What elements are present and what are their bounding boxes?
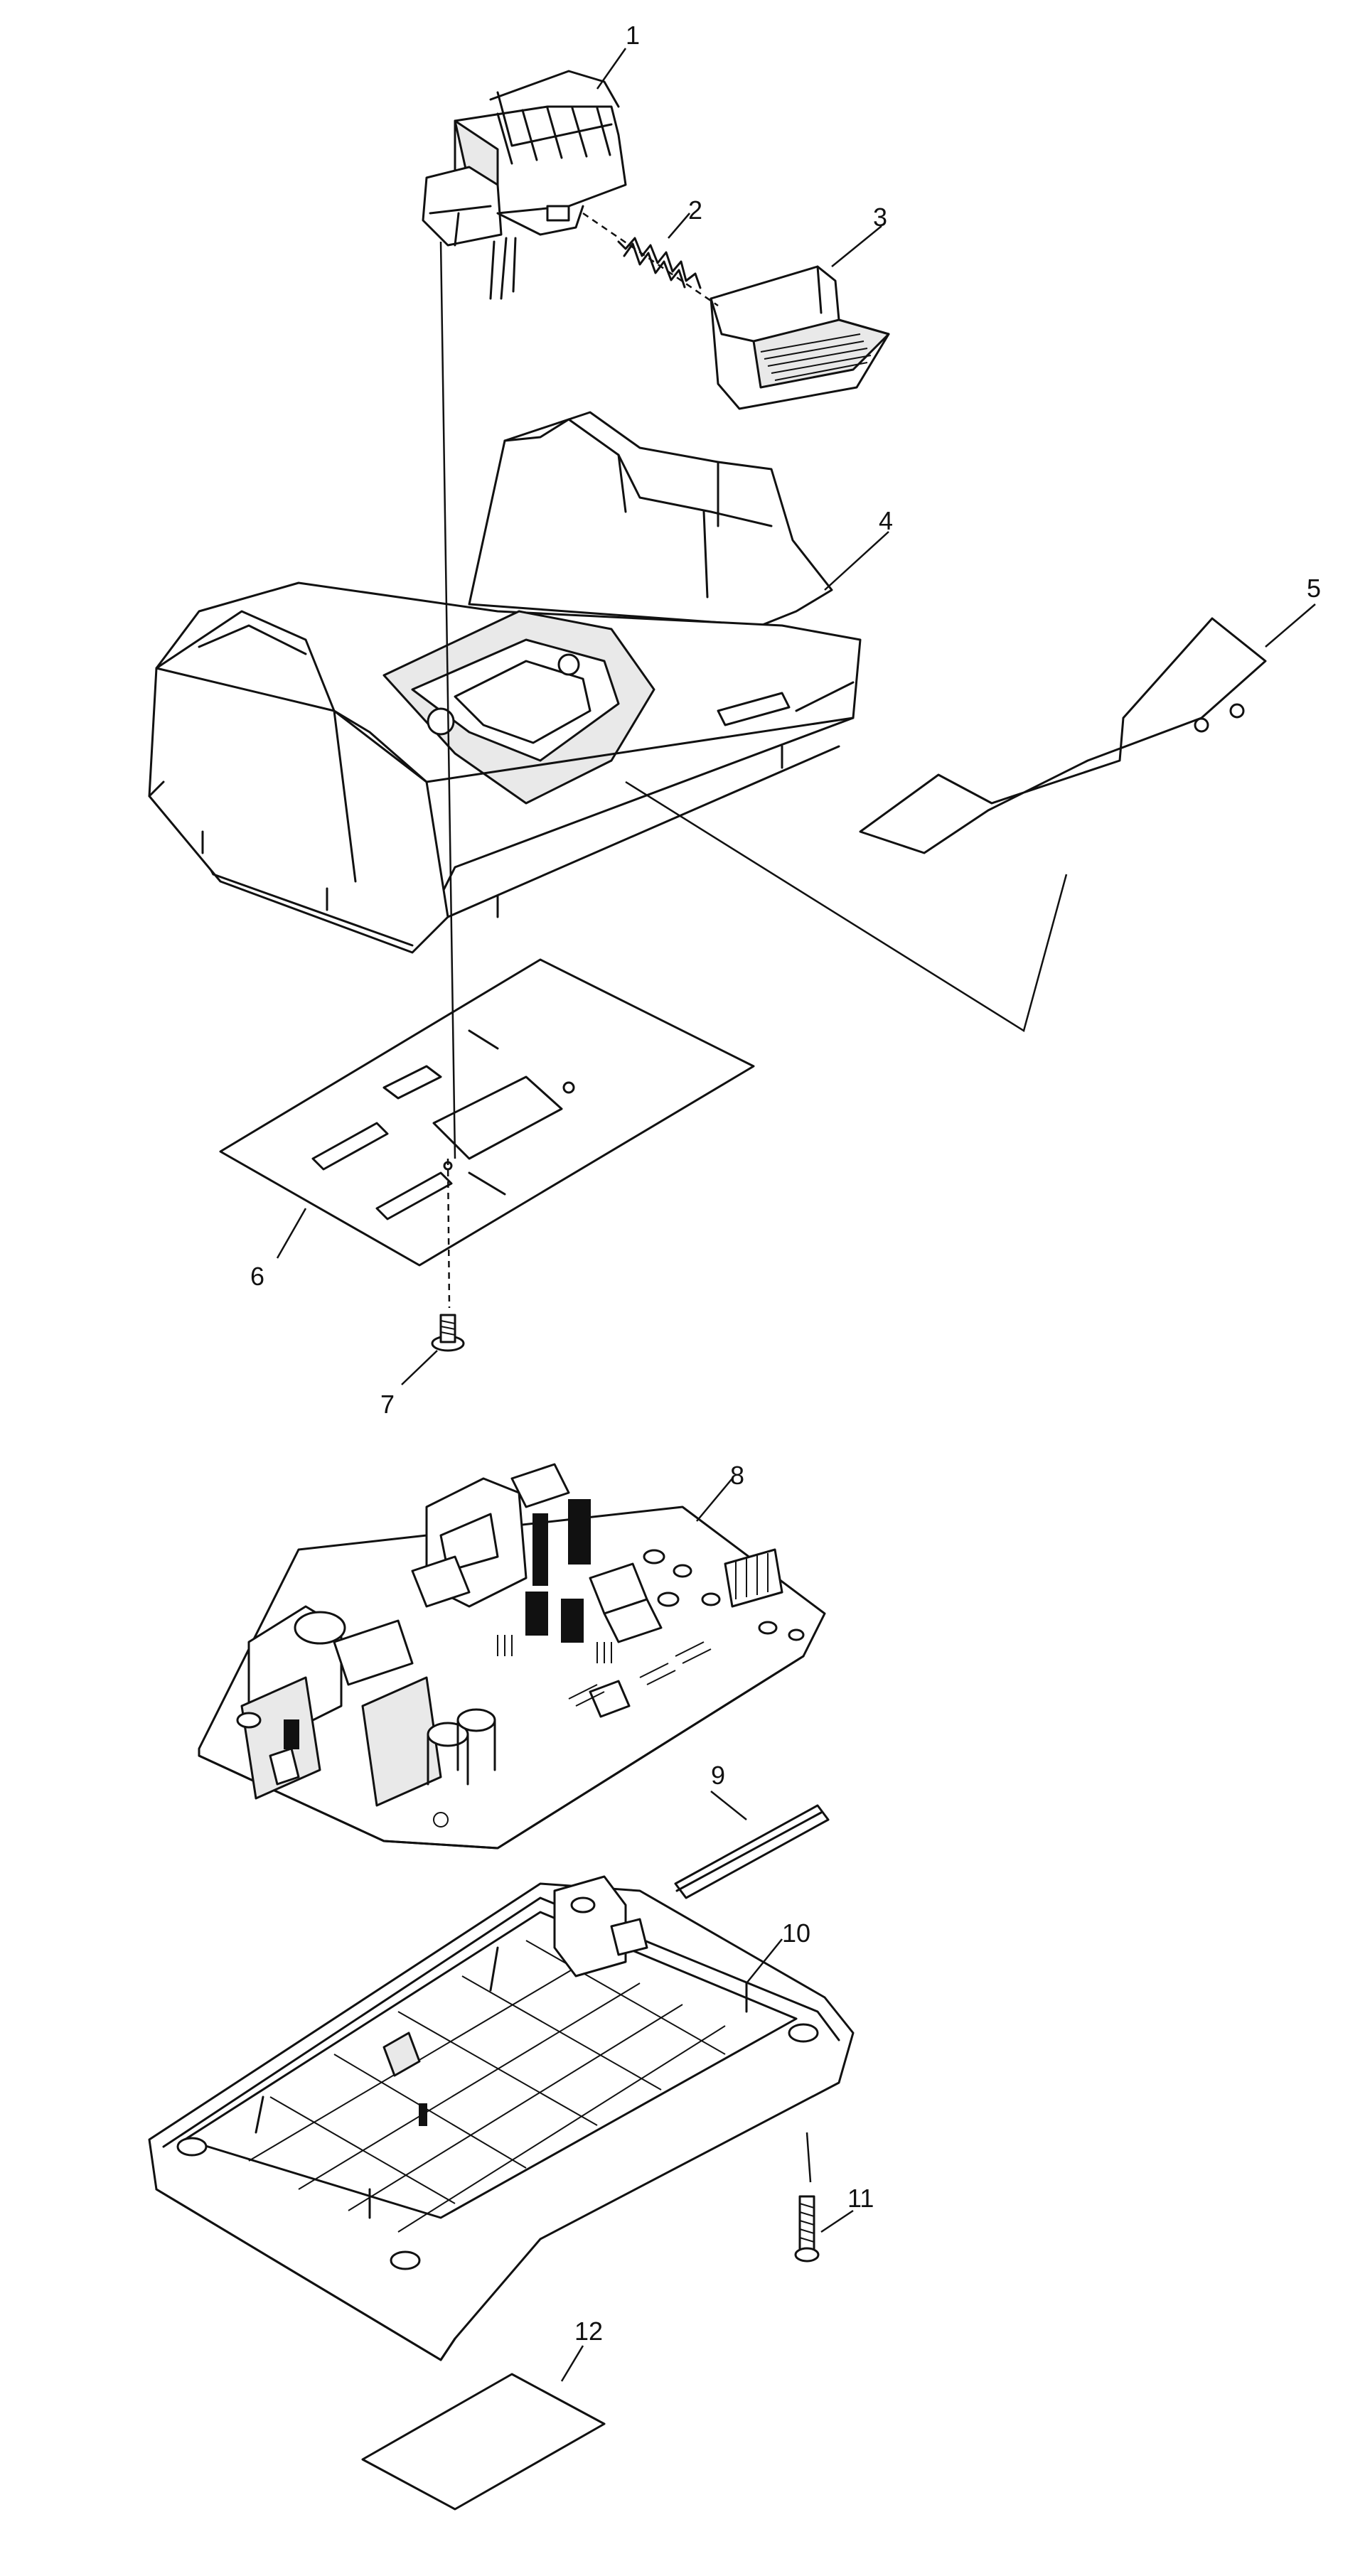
part-7-screw bbox=[431, 1314, 465, 1352]
part-12-label bbox=[361, 2373, 606, 2511]
callout-10: 10 bbox=[782, 1918, 810, 1948]
part-3-latch bbox=[710, 265, 890, 410]
callout-2: 2 bbox=[688, 195, 702, 225]
callout-9: 9 bbox=[711, 1761, 725, 1790]
part-1-contact-block bbox=[422, 70, 627, 300]
callout-6: 6 bbox=[250, 1262, 264, 1291]
callout-11: 11 bbox=[847, 2184, 874, 2213]
part-6-insulation-sheet bbox=[219, 958, 755, 1267]
callout-labels: 1 2 3 4 5 6 7 8 9 10 11 12 bbox=[250, 21, 1321, 2346]
callout-12: 12 bbox=[574, 2317, 603, 2346]
callout-1: 1 bbox=[626, 21, 640, 50]
callout-5: 5 bbox=[1307, 574, 1321, 603]
part-9-light-pipe bbox=[674, 1791, 830, 1899]
leader-5-bracket bbox=[625, 780, 1068, 1032]
axis-line bbox=[439, 241, 456, 1159]
leader-lines bbox=[276, 48, 1316, 2382]
callout-3: 3 bbox=[873, 203, 887, 232]
assembly-line-latch bbox=[582, 212, 719, 307]
part-2-spring bbox=[617, 213, 702, 289]
part-5-label-strip bbox=[859, 617, 1267, 854]
part-10-base-tray bbox=[148, 1875, 855, 2361]
axis-dashed bbox=[446, 1158, 451, 1309]
callout-4: 4 bbox=[879, 506, 893, 535]
part-11-screw bbox=[794, 2132, 820, 2263]
callout-8: 8 bbox=[730, 1461, 744, 1490]
callout-7: 7 bbox=[380, 1390, 395, 1419]
part-8-circuit-board bbox=[198, 1463, 826, 1850]
part-4-upper-housing bbox=[148, 411, 862, 954]
